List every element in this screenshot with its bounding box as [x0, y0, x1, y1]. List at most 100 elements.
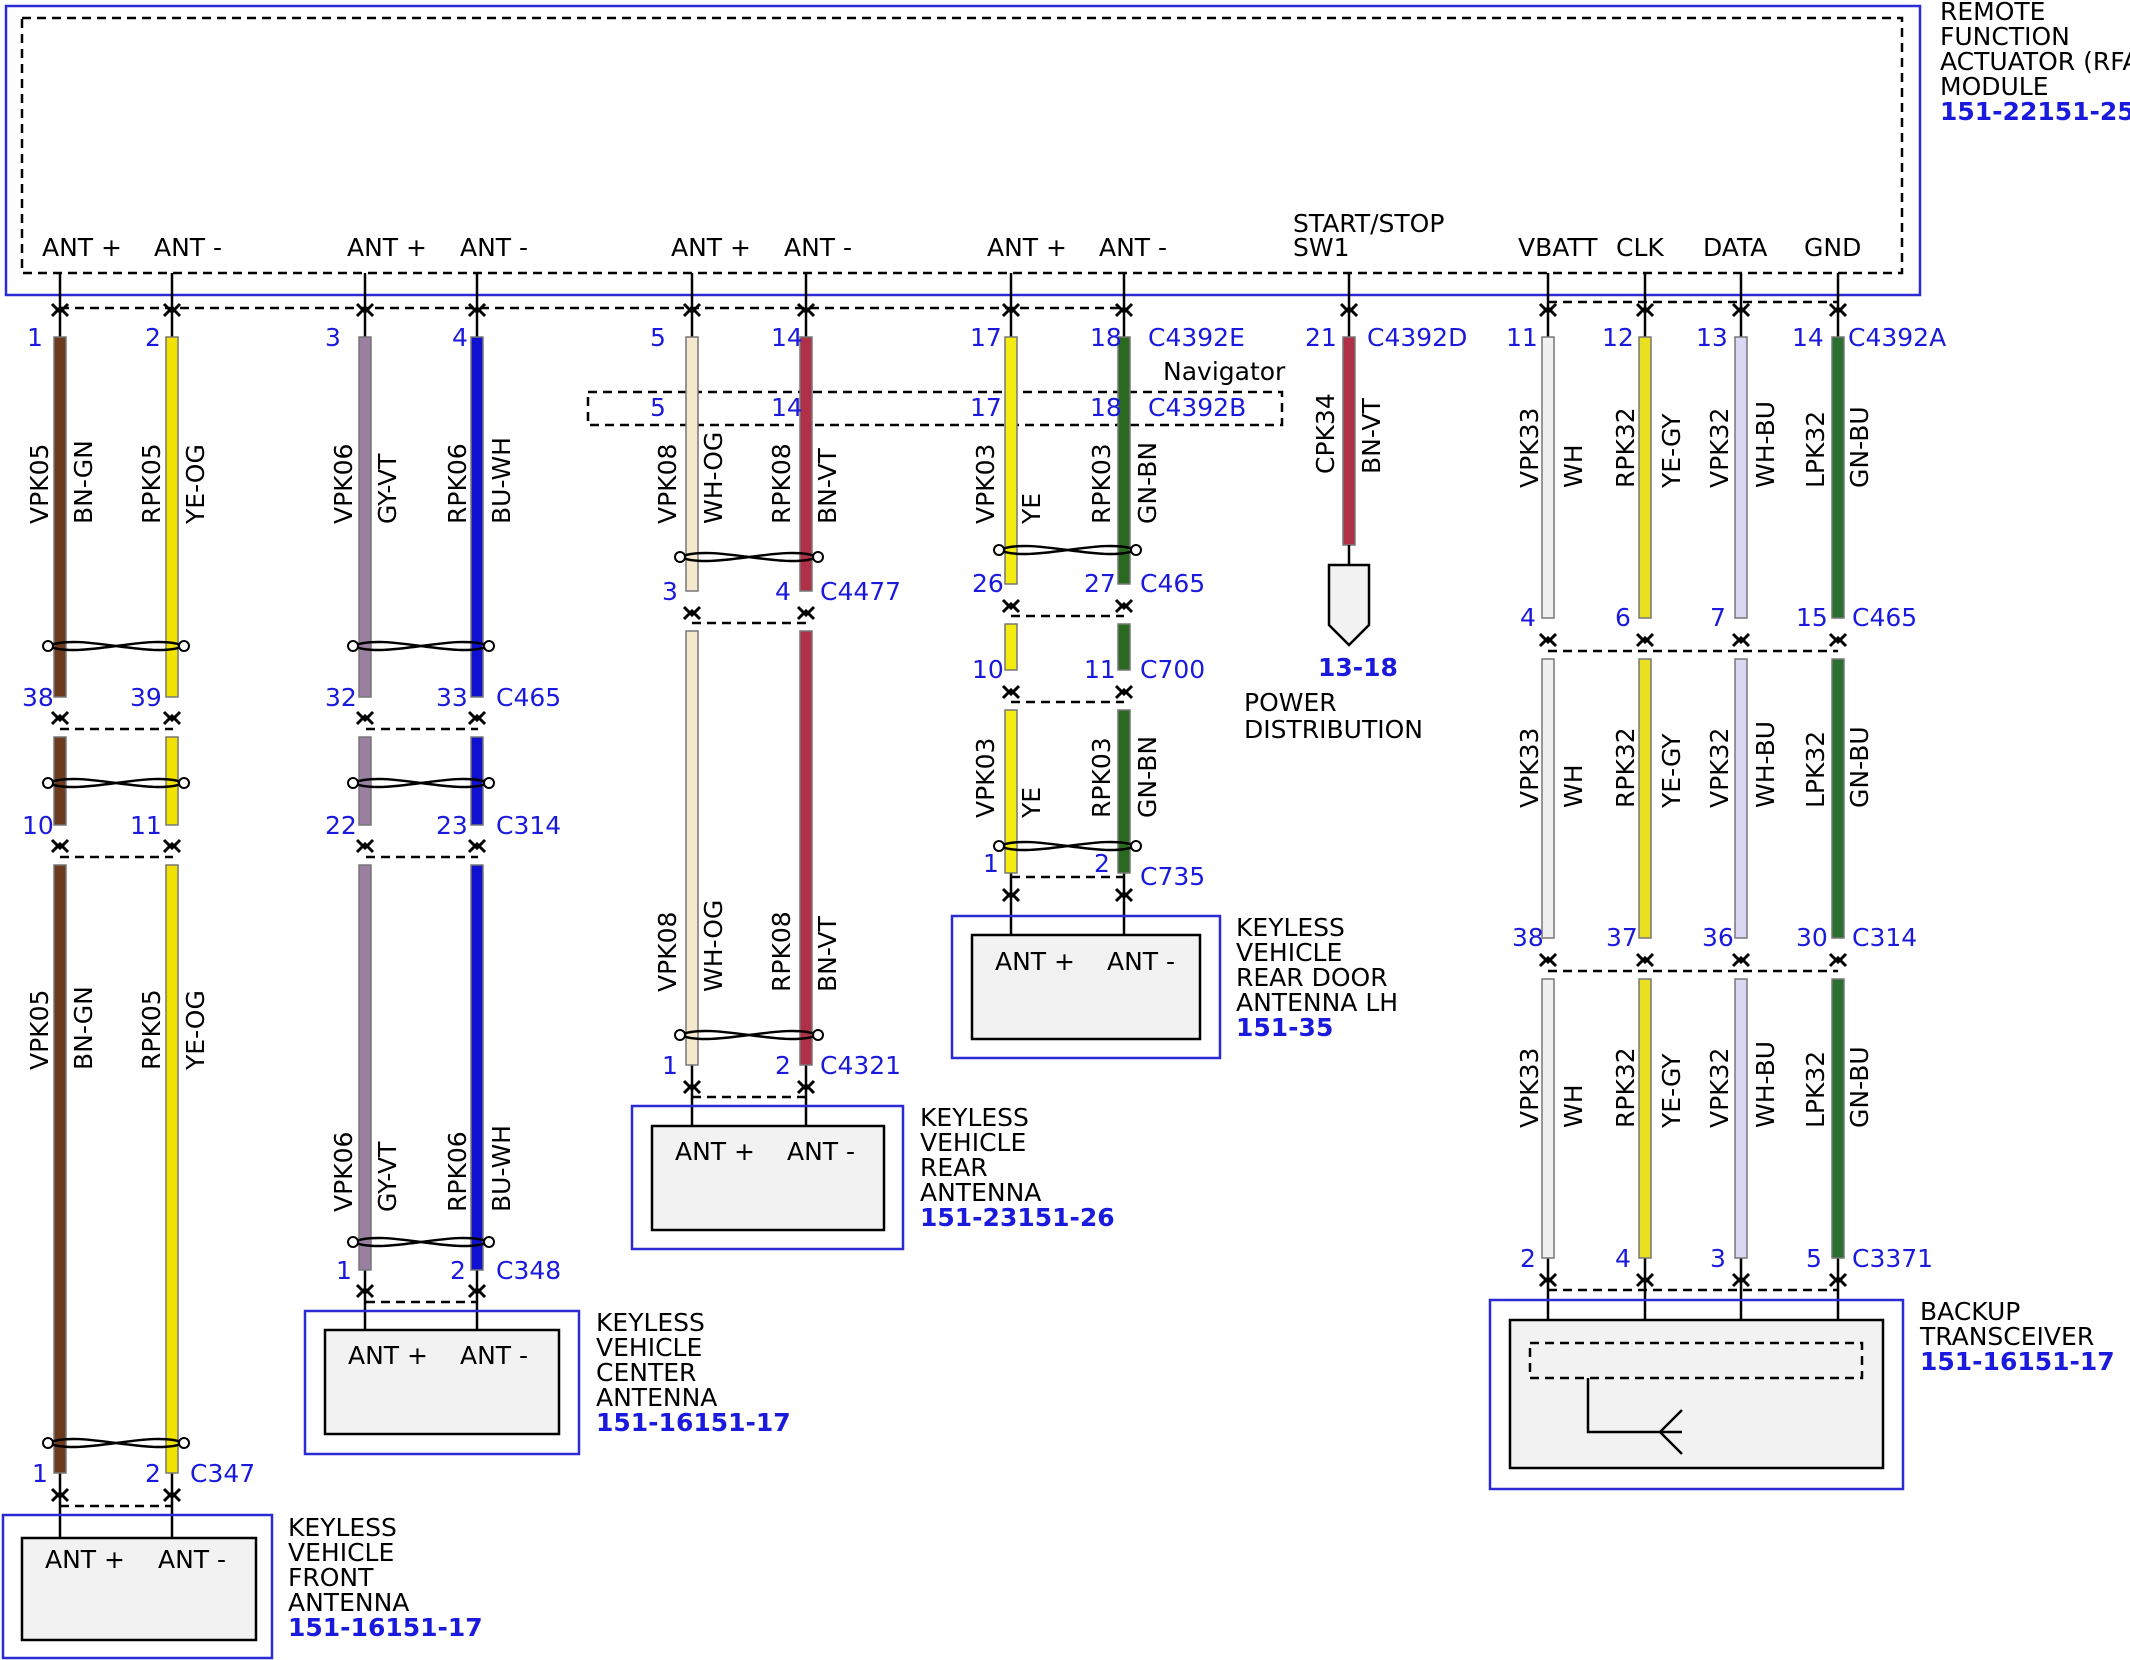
wire-ye-gy — [1638, 336, 1652, 619]
rear-antenna-body — [650, 1124, 886, 1232]
wire-bu-wh — [470, 864, 484, 1271]
center-antenna-pin-1: ANT + — [348, 1341, 428, 1370]
pin-number: 10 — [22, 811, 54, 840]
front-antenna-pin-1: ANT + — [45, 1545, 125, 1574]
rear-door-antenna-component: ANT + ANT - — [950, 914, 1222, 1060]
connector-c465-c700-c735-dash — [1011, 614, 1124, 879]
pin-arrow — [1731, 302, 1751, 318]
wire-wh-og — [685, 630, 699, 1066]
front-antenna-ref[interactable]: 151-16151-17 — [288, 1613, 483, 1642]
wire-bn-gn — [53, 864, 67, 1474]
rfa-module-ref: 151-22151-25 — [1940, 97, 2130, 126]
color-label: GN-BU — [1845, 1046, 1874, 1128]
connector-name: C348 — [496, 1256, 561, 1285]
wire-gn-bn — [1117, 623, 1131, 671]
connector-name: C347 — [190, 1459, 255, 1488]
wire-ye-gy — [1638, 658, 1652, 939]
rear-antenna-border — [630, 1104, 905, 1251]
color-label: BN-GN — [69, 986, 98, 1070]
circuit-label: VPK06 — [329, 1132, 358, 1212]
pin-number: 22 — [325, 811, 357, 840]
backup-transceiver-internal — [1528, 1341, 1864, 1380]
pin-number: 37 — [1606, 923, 1638, 952]
twisted-pair — [352, 640, 490, 652]
backup-transceiver-component — [1488, 1298, 1905, 1491]
wire-bn-gn — [53, 336, 67, 698]
color-label: GN-BU — [1845, 726, 1874, 808]
pin-label-4: ANT - — [460, 233, 528, 262]
pin-number: 1 — [983, 849, 999, 878]
pin-number: 18 — [1090, 323, 1122, 352]
pin-arrow — [467, 302, 487, 318]
pin-arrow — [467, 1283, 487, 1299]
power-distribution-ref[interactable]: 13-18 — [1318, 653, 1398, 682]
front-antenna-pin-2: ANT - — [158, 1545, 226, 1574]
pin-arrow — [162, 838, 182, 854]
pin-number: 14 — [771, 393, 803, 422]
pin-number: 1 — [336, 1256, 352, 1285]
wire-wh — [1541, 978, 1555, 1259]
color-label: YE-GY — [1657, 733, 1686, 809]
twist-end — [178, 640, 190, 652]
circuit-label: RPK32 — [1611, 727, 1640, 808]
pin-number: 17 — [970, 393, 1002, 422]
pin-number: 17 — [970, 323, 1002, 352]
pin-arrow — [1635, 632, 1655, 648]
twisted-pair-marks — [42, 544, 1142, 1449]
center-antenna-body — [323, 1328, 561, 1436]
pin-arrow — [1114, 887, 1134, 903]
pin-number: 5 — [650, 323, 666, 352]
color-label: BU-WH — [487, 437, 516, 524]
backup-transceiver-ref[interactable]: 151-16151-17 — [1920, 1347, 2115, 1376]
pin-number: 2 — [450, 1256, 466, 1285]
color-label: GN-BN — [1133, 736, 1162, 818]
center-antenna-pin-2: ANT - — [460, 1341, 528, 1370]
pin-label-gnd: GND — [1804, 233, 1861, 262]
rear-door-antenna-border — [950, 914, 1222, 1060]
twisted-pair — [47, 1437, 185, 1449]
front-antenna-name: KEYLESS VEHICLE FRONT ANTENNA — [288, 1513, 409, 1617]
color-label: YE-OG — [181, 444, 210, 525]
pin-number: 36 — [1702, 923, 1734, 952]
circuit-label: VPK32 — [1705, 408, 1734, 488]
color-label: YE-OG — [181, 990, 210, 1071]
pin-number: 38 — [1512, 923, 1544, 952]
circuit-label: VPK32 — [1705, 1048, 1734, 1128]
pin-number: 32 — [325, 683, 357, 712]
navigator-note: Navigator — [1163, 357, 1286, 386]
pin-arrow — [162, 710, 182, 726]
pin-arrow — [1001, 598, 1021, 614]
color-label: BU-WH — [487, 1125, 516, 1212]
pin-arrow — [162, 302, 182, 318]
circuit-label: VPK03 — [971, 444, 1000, 524]
pin-number: 4 — [1520, 603, 1536, 632]
connector-name: C4392B — [1148, 393, 1246, 422]
pin-arrow — [355, 710, 375, 726]
pin-number: 5 — [650, 393, 666, 422]
pin-number: 7 — [1710, 603, 1726, 632]
backup-transceiver-border — [1488, 1298, 1905, 1491]
color-label: YE — [1017, 493, 1046, 525]
circuit-label: VPK33 — [1515, 1048, 1544, 1128]
twist-end — [178, 1437, 190, 1449]
pin-number: 5 — [1806, 1244, 1822, 1273]
twist-end — [1130, 840, 1142, 852]
circuit-label: VPK08 — [653, 912, 682, 992]
center-antenna-ref[interactable]: 151-16151-17 — [596, 1408, 791, 1437]
color-label: WH — [1559, 444, 1588, 488]
circuit-label: VPK08 — [653, 444, 682, 524]
pin-number: 21 — [1305, 323, 1337, 352]
rear-antenna-ref[interactable]: 151-23151-26 — [920, 1203, 1115, 1232]
pin-label-clk: CLK — [1616, 233, 1664, 262]
pin-arrow — [1635, 952, 1655, 968]
wire-ye-og — [165, 336, 179, 698]
connector-name: C465 — [1140, 569, 1205, 598]
pin-arrow — [1731, 1272, 1751, 1288]
power-distribution-symbol — [1327, 563, 1371, 647]
wire-ye-gy — [1638, 978, 1652, 1259]
pin-number: 1 — [32, 1459, 48, 1488]
rear-door-antenna-ref[interactable]: 151-35 — [1236, 1013, 1333, 1042]
twist-end — [42, 640, 54, 652]
circuit-label: RPK08 — [767, 911, 796, 992]
connector-name: C465 — [496, 683, 561, 712]
